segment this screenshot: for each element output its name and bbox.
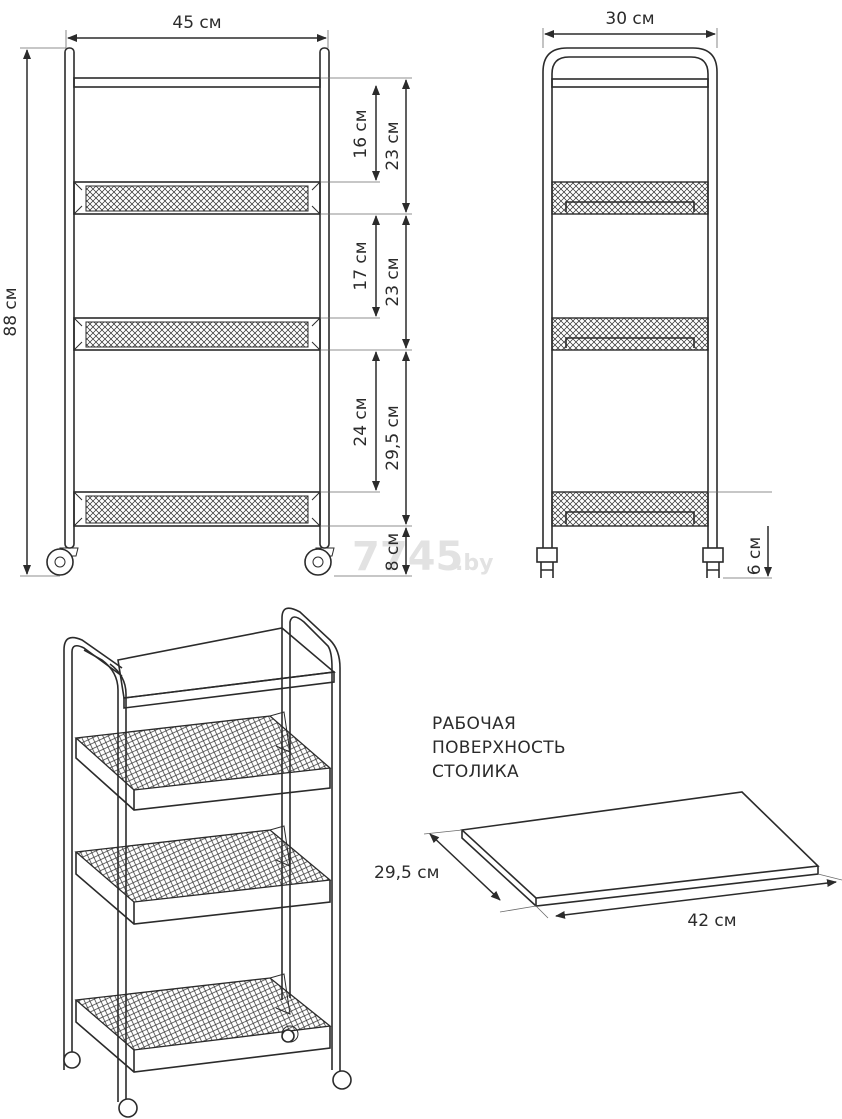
- side-width-label: 30 см: [605, 9, 654, 29]
- iso-wheel-front-right: [332, 1070, 352, 1090]
- front-gap-middle-label: 17 см: [351, 241, 371, 290]
- front-section-bottom-label: 29,5 см: [383, 405, 403, 470]
- iso-shelf-2: [74, 825, 332, 925]
- tabletop-edge: [461, 830, 819, 907]
- side-caster-left: [536, 547, 558, 578]
- iso-wheel-front-left: [118, 1098, 138, 1118]
- iso-front-left-post: [83, 649, 119, 1102]
- front-gap-top-label: 16 см: [351, 109, 371, 158]
- caption-line-2: ПОВЕРХНОСТЬ: [432, 738, 566, 758]
- watermark-main: 7745: [352, 534, 463, 580]
- front-shelf-1: [73, 181, 321, 215]
- side-frame-inner: [551, 56, 709, 548]
- caption-line-3: СТОЛИКА: [432, 762, 519, 782]
- iso-shelf-3: [74, 973, 332, 1073]
- tabletop-depth-line: [429, 833, 501, 901]
- front-width-label: 45 см: [172, 13, 221, 33]
- side-caster-right: [702, 547, 724, 578]
- caption-line-1: РАБОЧАЯ: [432, 714, 516, 734]
- tabletop-caption: РАБОЧАЯ ПОВЕРХНОСТЬ СТОЛИКА: [432, 714, 566, 782]
- watermark: 7745 .by: [352, 534, 493, 580]
- tabletop-length-label: 42 см: [687, 911, 736, 931]
- iso-tabletop: [117, 627, 336, 709]
- iso-left-back-post: [63, 636, 123, 1070]
- front-left-post: [64, 47, 75, 549]
- watermark-suffix: .by: [455, 551, 493, 576]
- iso-right-post: [281, 607, 341, 1075]
- side-shelf-2: [551, 317, 709, 351]
- isometric-view: [63, 607, 352, 1118]
- side-frame-outer: [542, 47, 718, 548]
- front-section-middle-label: 23 см: [383, 257, 403, 306]
- tabletop-length-line: [555, 879, 837, 919]
- iso-wheel-back-left: [63, 1051, 81, 1069]
- side-view: 30 см 6 см: [536, 9, 772, 579]
- side-shelf-3: [551, 491, 709, 527]
- side-tabletop: [551, 78, 709, 88]
- side-shelf-1: [551, 181, 709, 215]
- side-legs-label: 6 см: [745, 537, 765, 575]
- iso-shelf-1: [74, 711, 332, 811]
- tabletop-top-face: [460, 791, 820, 899]
- front-legs-label: 8 см: [383, 533, 403, 571]
- front-shelf-3: [73, 491, 321, 527]
- tabletop-depth-label: 29,5 см: [374, 863, 439, 883]
- iso-wheel-back-right: [281, 1029, 295, 1043]
- total-height-label: 88 см: [1, 287, 21, 336]
- front-view: 45 см 88 см 16 см 17 см 24 см 23 см 23 с…: [1, 13, 412, 577]
- front-right-post: [319, 47, 330, 549]
- front-section-top-label: 23 см: [383, 121, 403, 170]
- front-shelf-2: [73, 317, 321, 351]
- front-wheel-left: [46, 547, 79, 576]
- tabletop-detail: 29,5 см 42 см: [374, 791, 842, 931]
- front-tabletop: [73, 77, 321, 88]
- front-wheel-right: [304, 547, 335, 576]
- front-gap-bottom-label: 24 см: [351, 397, 371, 446]
